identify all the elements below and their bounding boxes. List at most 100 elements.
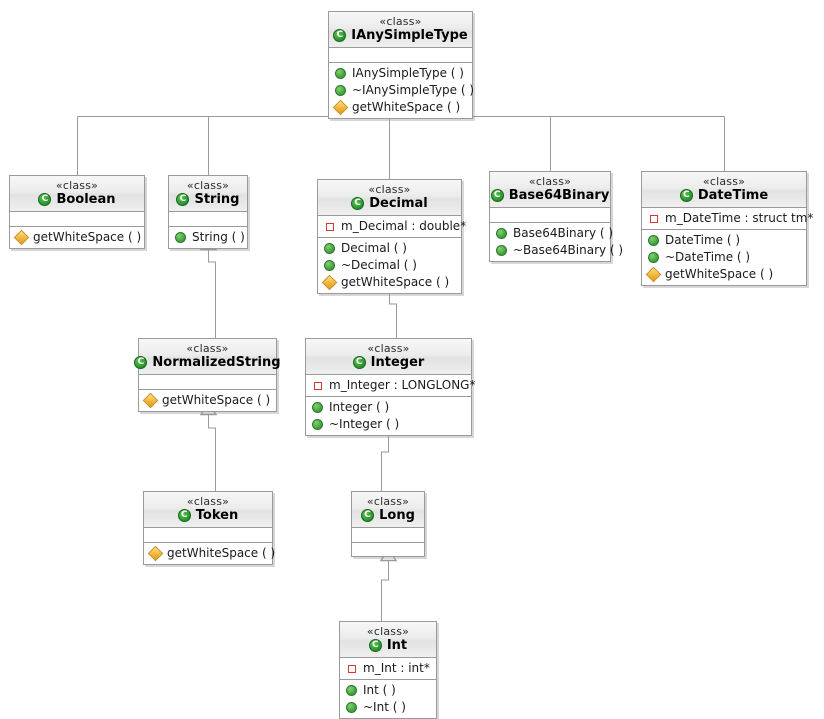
operation-row[interactable]: getWhiteSpace ( )	[332, 99, 468, 116]
operation-label: ~Integer ( )	[329, 417, 400, 431]
class-stereotype: «class»	[368, 183, 411, 196]
operation-row[interactable]: getWhiteSpace ( )	[321, 274, 457, 291]
attribute-row[interactable]: m_Int : int*	[345, 660, 432, 677]
class-box-decimal[interactable]: «class»Decimal m_Decimal : double* Decimal…	[317, 179, 466, 294]
member-icon-slot	[345, 664, 358, 673]
operation-row[interactable]: ~DateTime ( )	[647, 249, 802, 266]
class-stereotype: «class»	[379, 15, 422, 28]
operation-row[interactable]: ~IAnySimpleType ( )	[334, 82, 474, 99]
public-member-icon	[312, 402, 323, 413]
operation-compartment-decimal: Decimal ( )~Decimal ( )getWhiteSpace ( )	[318, 237, 461, 293]
operation-row[interactable]: Decimal ( )	[323, 240, 457, 257]
operation-label: String ( )	[192, 230, 245, 244]
class-header-boolean: «class»Boolean	[10, 176, 144, 212]
class-box-int[interactable]: «class»Int m_Int : int* Int ( )~Int ( )	[339, 621, 437, 719]
member-icon-slot	[495, 245, 508, 256]
public-member-icon	[312, 419, 323, 430]
attribute-label: m_Int : int*	[363, 661, 430, 675]
attribute-row[interactable]: m_Decimal : double*	[323, 218, 466, 235]
attribute-compartment-datetime: m_DateTime : struct tm*	[642, 208, 813, 229]
class-title-row: IAnySimpleType	[333, 28, 468, 43]
class-header-datetime: «class»DateTime	[642, 172, 806, 208]
class-stereotype: «class»	[528, 175, 572, 188]
class-name: Base64Binary	[508, 188, 610, 203]
public-member-icon	[346, 702, 357, 713]
member-icon-slot	[323, 260, 336, 271]
class-icon	[490, 189, 504, 202]
class-title-row: DateTime	[648, 188, 800, 203]
operation-row[interactable]: Int ( )	[345, 682, 432, 699]
class-stereotype: «class»	[186, 179, 230, 192]
operation-row[interactable]: String ( )	[174, 229, 245, 246]
operation-label: getWhiteSpace ( )	[352, 100, 461, 114]
protected-member-icon	[147, 545, 164, 562]
attribute-compartment-boolean	[10, 212, 144, 226]
member-icon-slot	[142, 392, 159, 409]
class-title-row: Base64Binary	[490, 188, 609, 203]
operation-row[interactable]: getWhiteSpace ( )	[13, 229, 141, 246]
operation-row[interactable]: getWhiteSpace ( )	[147, 545, 275, 562]
member-icon-slot	[345, 702, 358, 713]
private-member-icon	[314, 381, 322, 390]
attribute-compartment-int: m_Int : int*	[340, 658, 436, 679]
operation-label: getWhiteSpace ( )	[167, 546, 276, 560]
operation-compartment-datetime: DateTime ( )~DateTime ( )getWhiteSpace (…	[642, 229, 806, 285]
operation-row[interactable]: Base64Binary ( )	[495, 225, 613, 242]
class-stereotype: «class»	[186, 342, 229, 355]
operation-row[interactable]: ~Base64Binary ( )	[495, 242, 623, 259]
class-box-boolean[interactable]: «class»Boolean getWhiteSpace ( )	[9, 175, 145, 249]
operation-row[interactable]: ~Decimal ( )	[323, 257, 457, 274]
class-icon	[176, 193, 190, 206]
operation-label: ~IAnySimpleType ( )	[352, 83, 475, 97]
member-icon-slot	[647, 252, 660, 263]
edge-normalizedstring-token	[207, 403, 217, 491]
class-box-integer[interactable]: «class»Integer m_Integer : LONGLONG* Integ…	[305, 338, 475, 436]
member-icon-slot	[647, 235, 660, 246]
public-member-icon	[324, 243, 335, 254]
class-stereotype: «class»	[702, 175, 746, 188]
class-name: IAnySimpleType	[351, 28, 468, 43]
class-name: DateTime	[697, 188, 769, 203]
protected-member-icon	[332, 99, 349, 116]
operation-row[interactable]: getWhiteSpace ( )	[645, 266, 802, 283]
public-member-icon	[648, 235, 659, 246]
class-header-integer: «class»Integer	[306, 339, 471, 375]
operation-compartment-string: String ( )	[169, 226, 247, 248]
class-title-row: Int	[346, 638, 430, 653]
member-icon-slot	[332, 99, 349, 116]
edge-string-normalizedstring	[207, 238, 217, 338]
attribute-compartment-integer: m_Integer : LONGLONG*	[306, 375, 475, 396]
operation-row[interactable]: getWhiteSpace ( )	[142, 392, 272, 409]
public-member-icon	[335, 85, 346, 96]
attribute-row[interactable]: m_Integer : LONGLONG*	[311, 377, 475, 394]
operation-label: getWhiteSpace ( )	[665, 267, 774, 281]
class-box-long[interactable]: «class»Long	[351, 491, 425, 557]
operation-compartment-long	[352, 542, 424, 556]
class-icon	[352, 356, 366, 369]
member-icon-slot	[174, 232, 187, 243]
member-icon-slot	[334, 68, 347, 79]
operation-row[interactable]: ~Int ( )	[345, 699, 432, 716]
attribute-compartment-string	[169, 212, 247, 226]
class-stereotype: «class»	[367, 342, 410, 355]
attribute-compartment-token	[144, 528, 272, 542]
operation-label: Integer ( )	[329, 400, 390, 414]
operation-row[interactable]: Integer ( )	[311, 399, 467, 416]
class-stereotype: «class»	[55, 179, 99, 192]
class-box-datetime[interactable]: «class»DateTime m_DateTime : struct tm* Da…	[641, 171, 813, 286]
operation-row[interactable]: IAnySimpleType ( )	[334, 65, 468, 82]
member-icon-slot	[311, 402, 324, 413]
attribute-row[interactable]: m_DateTime : struct tm*	[647, 210, 813, 227]
class-icon	[351, 197, 365, 210]
class-header-int: «class»Int	[340, 622, 436, 658]
private-member-icon	[650, 214, 658, 223]
class-title-row: String	[175, 192, 241, 207]
operation-row[interactable]: DateTime ( )	[647, 232, 802, 249]
operation-row[interactable]: ~Integer ( )	[311, 416, 467, 433]
class-name: Decimal	[369, 196, 428, 211]
